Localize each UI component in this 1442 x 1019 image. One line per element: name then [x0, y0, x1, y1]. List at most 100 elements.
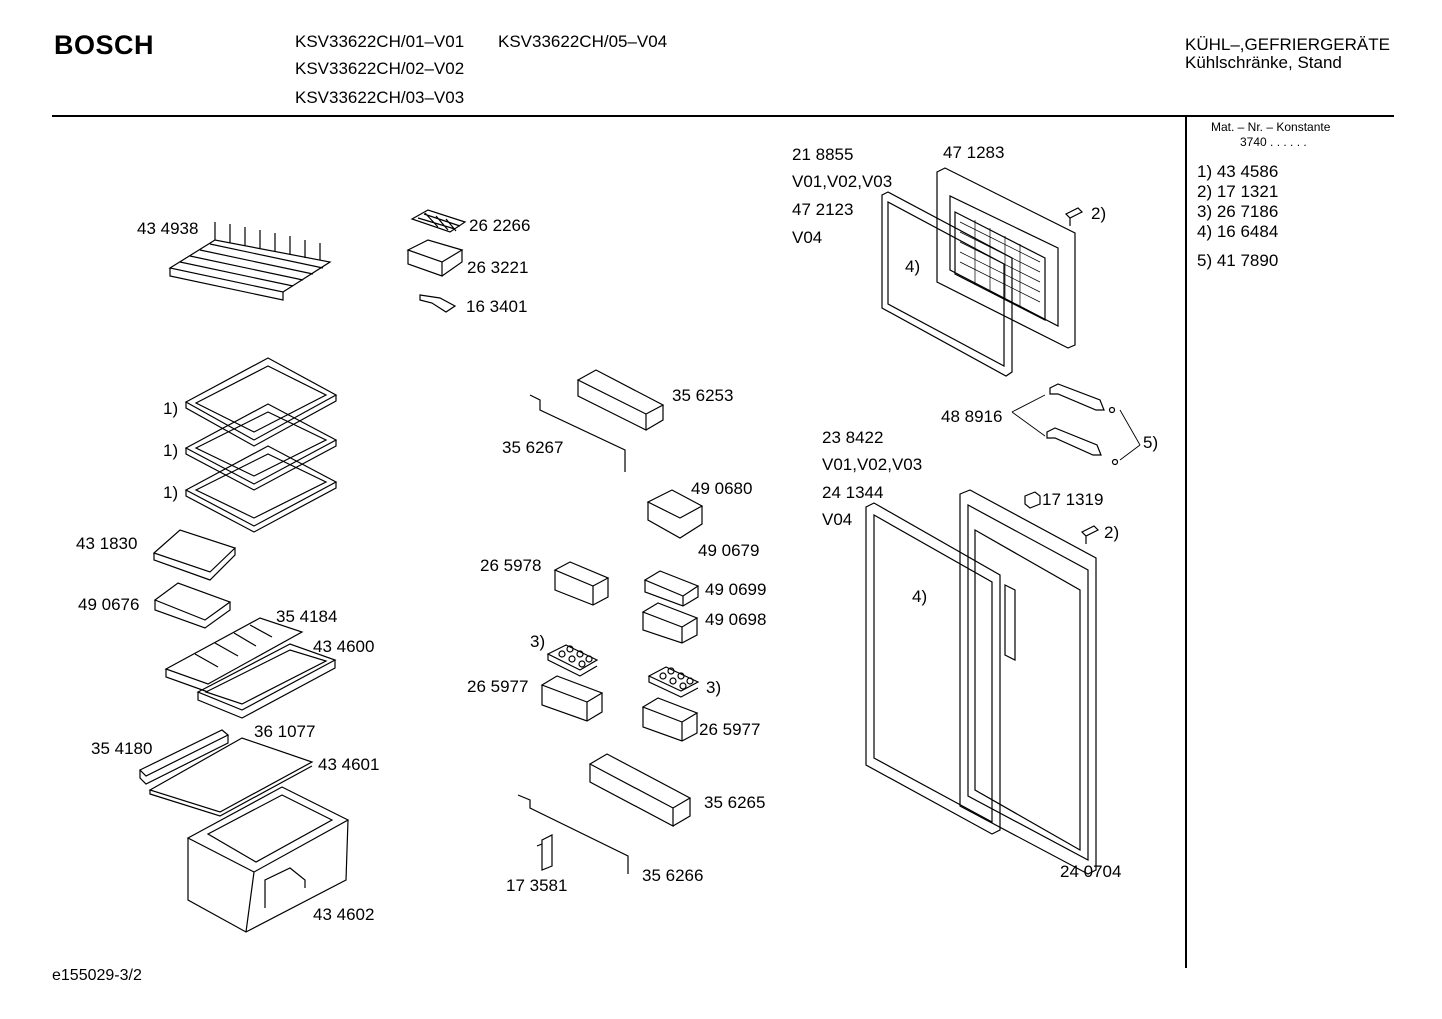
part-label: 49 0679 — [698, 541, 760, 560]
part-label: 49 0699 — [705, 580, 767, 599]
part-label: 1) — [163, 441, 179, 460]
door-bin-icon — [643, 570, 700, 607]
part-label: 4) — [905, 257, 921, 276]
part-label: 35 6266 — [642, 866, 704, 885]
konstante-title: Mat. – Nr. – Konstante — [1211, 120, 1331, 134]
part-label: 26 5977 — [467, 677, 529, 696]
part-label: 48 8916 — [941, 407, 1003, 426]
door-bin-icon — [540, 675, 604, 722]
egg-holder-icon — [646, 489, 704, 539]
part-label: 35 4184 — [276, 607, 338, 626]
part-label: 43 4602 — [313, 905, 375, 924]
konstante-value: 3740 . . . . . . — [1240, 135, 1307, 149]
hinge-cap-icon — [1064, 207, 1084, 226]
hinge-cap-icon — [1080, 525, 1100, 544]
door-bin-icon — [553, 561, 610, 606]
leader-lines — [1011, 394, 1141, 461]
part-label: 24 1344 — [822, 483, 884, 502]
model-number: KSV33622CH/05–V04 — [498, 32, 668, 51]
part-label: 2) — [1104, 523, 1120, 542]
bottle-rack-icon — [588, 753, 692, 827]
part-label: 26 5978 — [480, 556, 542, 575]
wire-shelf-icon — [168, 222, 332, 301]
tray-icon — [152, 529, 237, 581]
egg-tray-icon — [647, 666, 700, 698]
crisper-drawer-icon — [186, 786, 350, 933]
shelf-strip-icon — [138, 729, 314, 817]
part-label: 49 0698 — [705, 610, 767, 629]
part-label: 47 1283 — [943, 143, 1005, 162]
part-label: 24 0704 — [1060, 862, 1122, 881]
part-label: 43 1830 — [76, 534, 138, 553]
part-label: 2) — [1091, 204, 1107, 223]
part-label: 49 0680 — [691, 479, 753, 498]
part-label: 43 4600 — [313, 637, 375, 656]
sidebar-divider — [1185, 116, 1187, 968]
variant-label: V04 — [822, 510, 853, 529]
freezer-door-gasket-icon — [881, 191, 1013, 377]
diagram-code: e155029-3/2 — [52, 967, 142, 984]
screw-icon — [1108, 406, 1116, 414]
ice-tray-icon — [410, 209, 467, 233]
screw-icon — [1111, 458, 1119, 466]
part-label: 26 5977 — [699, 720, 761, 739]
part-label: 47 2123 — [792, 200, 854, 219]
handle-icon — [1049, 383, 1105, 411]
tray-icon — [153, 582, 232, 629]
glass-shelf-icon — [184, 357, 338, 447]
model-number: KSV33622CH/03–V03 — [295, 88, 465, 107]
freezer-door-icon — [936, 167, 1076, 349]
ice-box-icon — [406, 239, 464, 277]
sidebar-part-item: 1) 43 4586 — [1197, 162, 1279, 181]
part-label: 1) — [163, 483, 179, 502]
part-label: 36 1077 — [254, 722, 316, 741]
fridge-door-gasket-icon — [865, 502, 1001, 835]
bracket-icon — [536, 834, 553, 871]
fridge-door-icon — [959, 489, 1097, 875]
part-label: 26 3221 — [467, 258, 529, 277]
part-label: 1) — [163, 399, 179, 418]
part-label: 3) — [530, 632, 546, 651]
variant-label: V01,V02,V03 — [822, 455, 923, 474]
part-label: 35 6265 — [704, 793, 766, 812]
hinge-cover-icon — [1024, 491, 1041, 509]
part-label: 49 0676 — [78, 595, 140, 614]
handle-icon — [1046, 427, 1102, 456]
crisper-cover-icon — [164, 617, 337, 719]
part-label: 21 8855 — [792, 145, 854, 164]
variant-label: V04 — [792, 228, 823, 247]
part-label: 35 6253 — [672, 386, 734, 405]
door-rail-icon — [517, 794, 629, 874]
sidebar-part-item: 3) 26 7186 — [1197, 202, 1279, 221]
sidebar-part-item: 5) 41 7890 — [1197, 251, 1279, 270]
part-label: 43 4601 — [318, 755, 380, 774]
sidebar-part-item: 4) 16 6484 — [1197, 222, 1279, 241]
part-label: 43 4938 — [137, 219, 199, 238]
part-label: 26 2266 — [469, 216, 531, 235]
header-divider — [52, 115, 1394, 117]
model-number: KSV33622CH/01–V01 — [295, 32, 465, 51]
part-label: 4) — [912, 587, 928, 606]
part-label: 35 4180 — [91, 739, 153, 758]
category-subtitle: Kühlschränke, Stand — [1185, 53, 1342, 72]
variant-label: V01,V02,V03 — [792, 172, 893, 191]
model-number: KSV33622CH/02–V02 — [295, 59, 465, 78]
part-label: 23 8422 — [822, 428, 884, 447]
brand-logo: BOSCH — [54, 30, 155, 60]
part-label: 17 1319 — [1042, 490, 1104, 509]
part-label: 17 3581 — [506, 876, 568, 895]
part-label: 35 6267 — [502, 438, 564, 457]
door-rack-icon — [576, 369, 665, 431]
category-title: KÜHL–,GEFRIERGERÄTE — [1185, 35, 1390, 54]
part-label: 5) — [1143, 433, 1159, 452]
glass-shelf-icon — [184, 403, 338, 491]
part-label: 16 3401 — [466, 297, 528, 316]
door-bin-icon — [641, 602, 699, 644]
egg-tray-icon — [546, 644, 599, 677]
glass-shelf-icon — [184, 445, 338, 533]
door-bin-icon — [641, 697, 699, 742]
part-label: 3) — [706, 678, 722, 697]
door-rail-icon — [529, 394, 626, 472]
